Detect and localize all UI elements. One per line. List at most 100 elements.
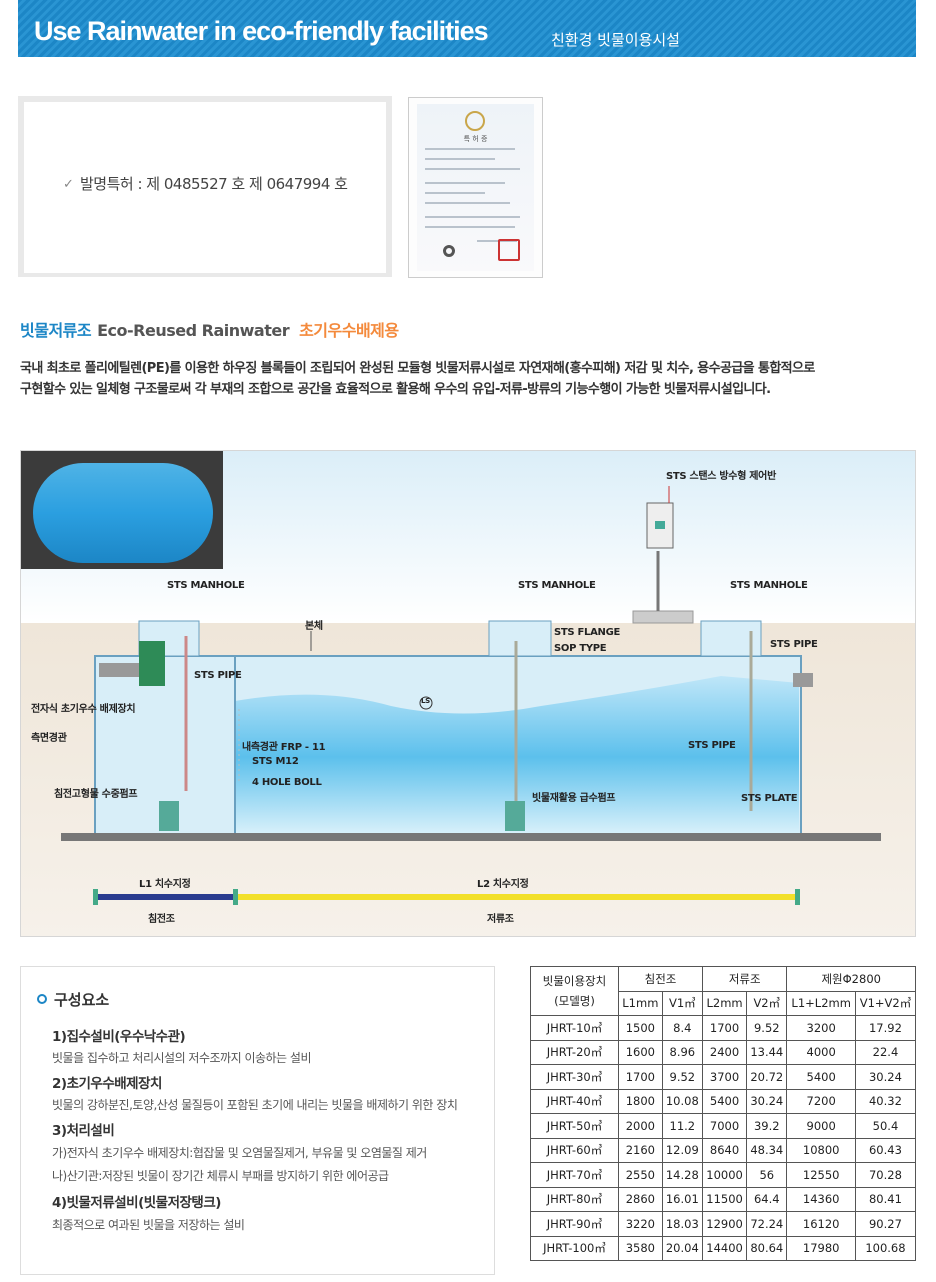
value-cell: 12.09 bbox=[661, 1137, 703, 1163]
value-cell: 20.04 bbox=[661, 1235, 703, 1261]
model-cell: JHRT-100㎥ bbox=[530, 1235, 619, 1261]
value-cell: 17.92 bbox=[854, 1015, 917, 1041]
value-cell: 4000 bbox=[786, 1039, 856, 1065]
value-cell: 16120 bbox=[786, 1211, 856, 1237]
value-cell: 2160 bbox=[618, 1137, 663, 1163]
seal-icon bbox=[465, 111, 485, 131]
component-item-2: 2)초기우수배제장치 bbox=[52, 1076, 162, 1092]
model-cell: JHRT-90㎥ bbox=[530, 1211, 619, 1237]
value-cell: 70.28 bbox=[854, 1162, 917, 1188]
page-title: Use Rainwater in eco-friendly facilities bbox=[34, 16, 489, 46]
value-cell: 50.4 bbox=[854, 1113, 917, 1139]
value-cell: 3200 bbox=[786, 1015, 856, 1041]
value-cell: 14400 bbox=[701, 1235, 748, 1261]
value-cell: 8640 bbox=[701, 1137, 748, 1163]
label-manhole-2: STS MANHOLE bbox=[518, 580, 596, 591]
value-cell: 9.52 bbox=[661, 1064, 703, 1090]
label-manhole-3: STS MANHOLE bbox=[730, 580, 808, 591]
components-heading: 구성요소 bbox=[37, 989, 109, 1010]
value-cell: 40.32 bbox=[854, 1088, 917, 1114]
value-cell: 9.52 bbox=[746, 1015, 788, 1041]
check-icon: ✓ bbox=[63, 177, 74, 192]
model-cell: JHRT-40㎥ bbox=[530, 1088, 619, 1114]
value-cell: 12900 bbox=[701, 1211, 748, 1237]
value-cell: 80.41 bbox=[854, 1186, 917, 1212]
label-m12: STS M12 bbox=[252, 756, 299, 767]
value-cell: 30.24 bbox=[746, 1088, 788, 1114]
office-logo-icon bbox=[443, 245, 455, 257]
subheader: L2mm bbox=[701, 990, 748, 1016]
label-l2: L2 치수지정 bbox=[477, 879, 529, 890]
label-manhole-1: STS MANHOLE bbox=[167, 580, 245, 591]
component-item-3: 3)처리설비 bbox=[52, 1123, 115, 1139]
label-device: 전자식 초기우수 배제장치 bbox=[31, 704, 136, 715]
model-cell: JHRT-20㎥ bbox=[530, 1039, 619, 1065]
value-cell: 100.68 bbox=[854, 1235, 917, 1261]
label-pump-right: 빗물재활용 급수펌프 bbox=[532, 793, 616, 804]
value-cell: 1800 bbox=[618, 1088, 663, 1114]
component-item-4: 4)빗물저류설비(빗물저장탱크) bbox=[52, 1195, 221, 1211]
value-cell: 2860 bbox=[618, 1186, 663, 1212]
label-pipe-mid: STS PIPE bbox=[688, 740, 736, 751]
component-desc-3a: 가)전자식 초기우수 배제장치:협잡물 및 오염물질제거, 부유물 및 오염물질… bbox=[52, 1146, 427, 1160]
value-cell: 14360 bbox=[786, 1186, 856, 1212]
value-cell: 1700 bbox=[618, 1064, 663, 1090]
model-cell: JHRT-30㎥ bbox=[530, 1064, 619, 1090]
header-storage: 저류조 bbox=[701, 966, 788, 992]
label-l1: L1 치수지정 bbox=[139, 879, 191, 890]
value-cell: 72.24 bbox=[746, 1211, 788, 1237]
label-storage-tank: 저류조 bbox=[487, 914, 514, 925]
value-cell: 18.03 bbox=[661, 1211, 703, 1237]
spec-table: 빗물이용장치(모델명) 침전조 저류조 제원Φ2800 L1mm V1㎥ L2m… bbox=[530, 966, 917, 1261]
header-model: 빗물이용장치(모델명) bbox=[530, 966, 619, 1016]
value-cell: 7200 bbox=[786, 1088, 856, 1114]
model-cell: JHRT-10㎥ bbox=[530, 1015, 619, 1041]
patent-text: 발명특허 : 제 0485527 호 제 0647994 호 bbox=[80, 175, 348, 193]
value-cell: 56 bbox=[746, 1162, 788, 1188]
value-cell: 60.43 bbox=[854, 1137, 917, 1163]
value-cell: 3580 bbox=[618, 1235, 663, 1261]
level-sensor-icon bbox=[419, 696, 433, 710]
model-cell: JHRT-60㎥ bbox=[530, 1137, 619, 1163]
component-item-1: 1)집수설비(우수낙수관) bbox=[52, 1029, 186, 1045]
component-desc-3b: 나)산기관:저장된 빗물이 장기간 체류시 부패를 방지하기 위한 에어공급 bbox=[52, 1169, 389, 1183]
value-cell: 2000 bbox=[618, 1113, 663, 1139]
value-cell: 3220 bbox=[618, 1211, 663, 1237]
model-cell: JHRT-80㎥ bbox=[530, 1186, 619, 1212]
model-cell: JHRT-70㎥ bbox=[530, 1162, 619, 1188]
value-cell: 90.27 bbox=[854, 1211, 917, 1237]
value-cell: 16.01 bbox=[661, 1186, 703, 1212]
value-cell: 2550 bbox=[618, 1162, 663, 1188]
patent-box: ✓ 발명특허 : 제 0485527 호 제 0647994 호 bbox=[24, 102, 386, 273]
value-cell: 11500 bbox=[701, 1186, 748, 1212]
value-cell: 13.44 bbox=[746, 1039, 788, 1065]
value-cell: 1500 bbox=[618, 1015, 663, 1041]
label-settling-tank: 침전조 bbox=[148, 914, 175, 925]
header-banner: Use Rainwater in eco-friendly facilities… bbox=[18, 0, 916, 57]
label-pipe-left: STS PIPE bbox=[194, 670, 242, 681]
certificate-title: 특 허 증 bbox=[463, 135, 488, 143]
value-cell: 20.72 bbox=[746, 1064, 788, 1090]
label-flange: STS FLANGE bbox=[554, 627, 621, 638]
component-desc-4: 최종적으로 여과된 빗물을 저장하는 설비 bbox=[52, 1218, 245, 1232]
value-cell: 12550 bbox=[786, 1162, 856, 1188]
subheader: L1mm bbox=[618, 990, 663, 1016]
value-cell: 5400 bbox=[701, 1088, 748, 1114]
value-cell: 5400 bbox=[786, 1064, 856, 1090]
model-cell: JHRT-50㎥ bbox=[530, 1113, 619, 1139]
header-spec: 제원Φ2800 bbox=[786, 966, 916, 992]
label-frp: 내측경관 FRP - 11 bbox=[242, 742, 326, 753]
value-cell: 11.2 bbox=[661, 1113, 703, 1139]
subheader: V2㎥ bbox=[746, 990, 788, 1016]
value-cell: 8.4 bbox=[661, 1015, 703, 1041]
